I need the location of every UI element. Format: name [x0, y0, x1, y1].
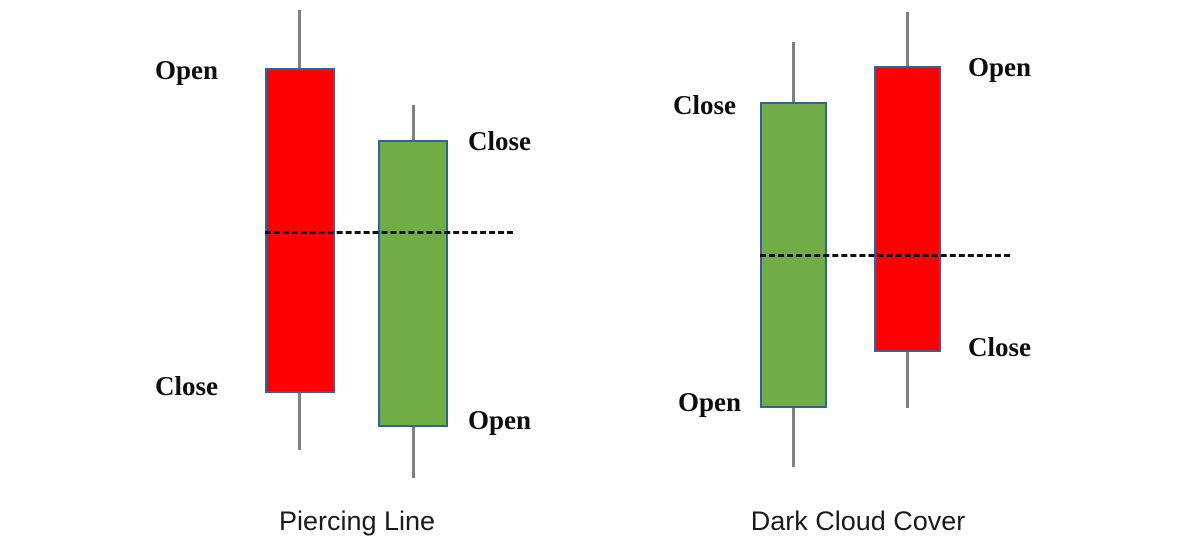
label-piercing-bearish-close: Close	[155, 371, 218, 401]
pattern-caption-dark-cloud-cover: Dark Cloud Cover	[750, 506, 966, 536]
candle-body-piercing-bullish	[378, 140, 448, 427]
midpoint-dashed-line-darkcloud	[760, 254, 1010, 257]
candle-body-piercing-bearish	[265, 68, 335, 393]
midpoint-dashed-line-piercing	[265, 231, 513, 234]
label-piercing-bearish-open: Open	[154, 55, 218, 85]
label-darkcloud-bullish-close: Close	[673, 90, 736, 120]
label-darkcloud-bearish-open: Open	[968, 52, 1032, 82]
label-darkcloud-bearish-close: Close	[968, 332, 1031, 362]
label-darkcloud-bullish-open: Open	[677, 387, 741, 417]
pattern-caption-piercing-line: Piercing Line	[278, 506, 436, 536]
label-piercing-bullish-close: Close	[468, 126, 531, 156]
candle-body-darkcloud-bearish	[874, 66, 941, 352]
label-piercing-bullish-open: Open	[468, 405, 532, 435]
